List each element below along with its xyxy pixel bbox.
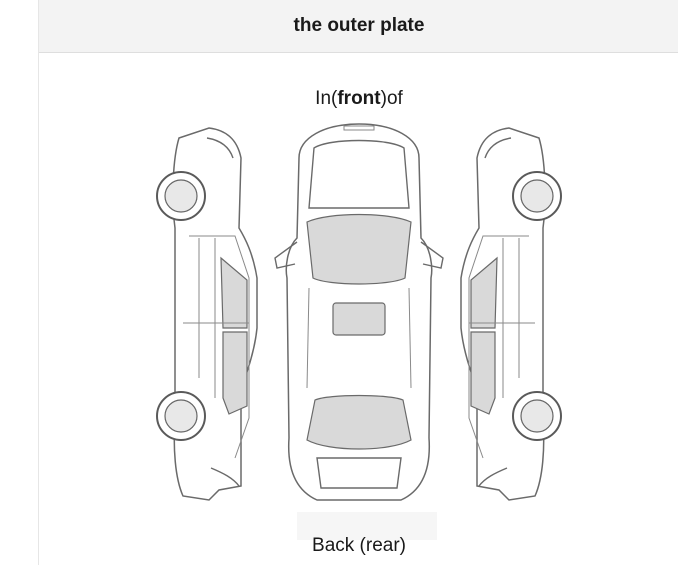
car-exterior-diagram [156,123,562,501]
rear-label: Back (rear) [312,535,406,556]
car-left-side[interactable] [156,127,258,501]
front-label-prefix: In( [315,88,338,109]
exterior-panel: the outer plate In(front)of [38,0,678,565]
rear-area [297,512,437,540]
front-label-bold: front [337,88,381,109]
car-right-side[interactable] [460,127,562,501]
car-top-view[interactable] [274,123,444,501]
front-label-suffix: )of [380,88,403,109]
front-label: In(front)of [39,88,678,110]
panel-title: the outer plate [39,0,678,53]
